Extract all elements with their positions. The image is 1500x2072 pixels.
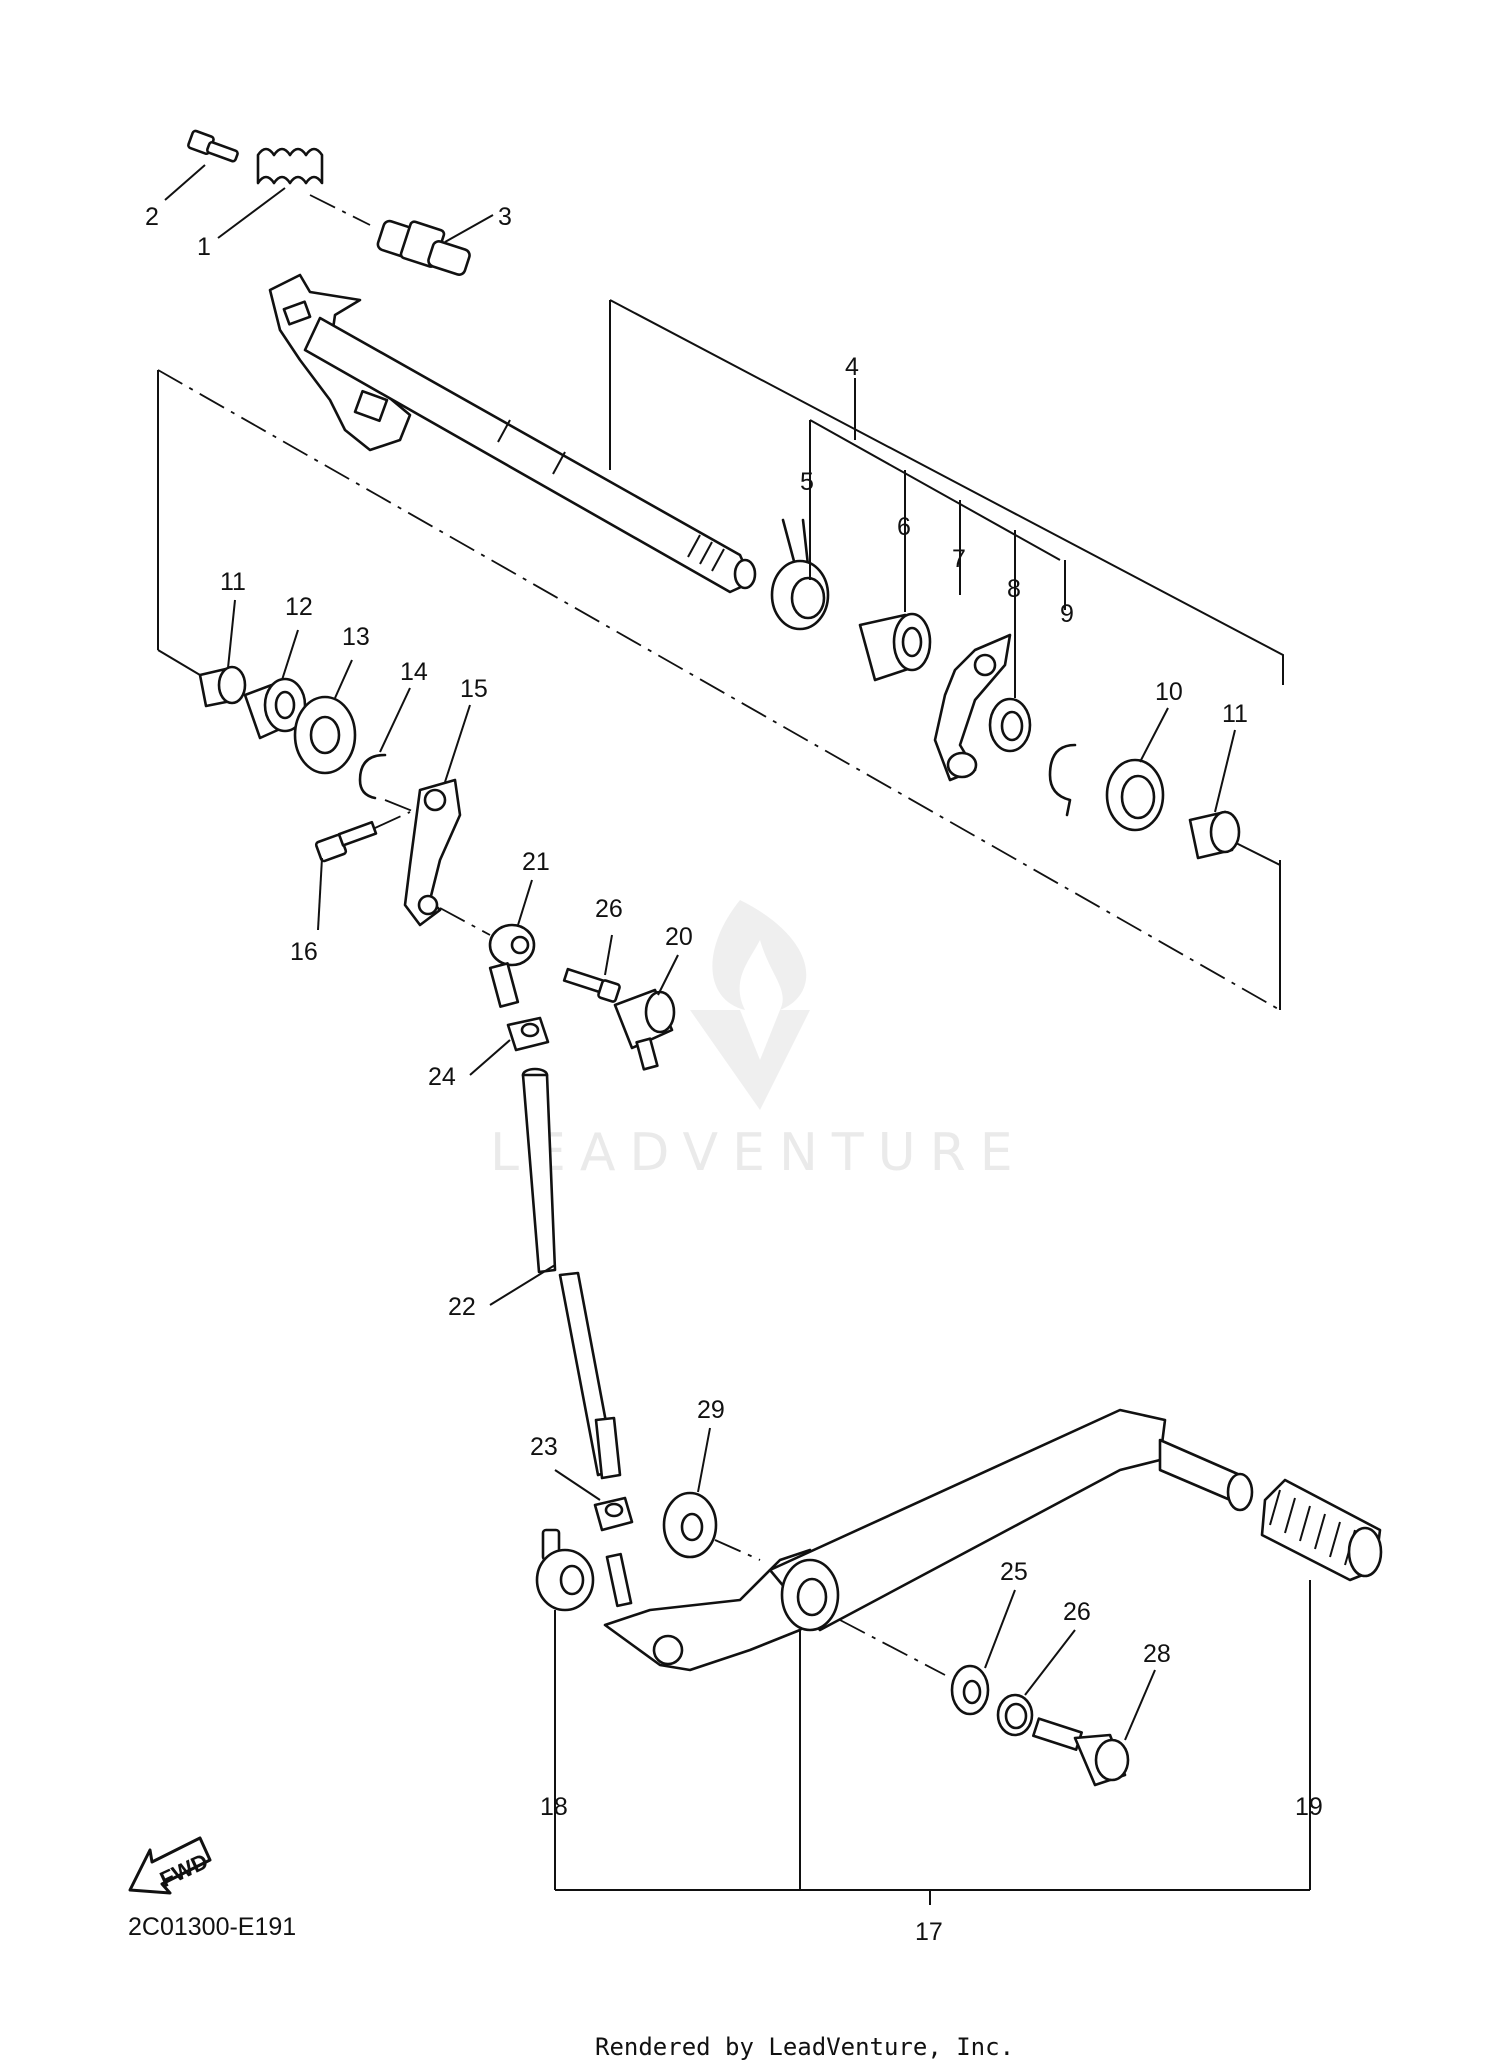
- label-2: 2: [145, 203, 159, 231]
- label-7: 7: [952, 545, 966, 573]
- label-1: 1: [197, 233, 211, 261]
- part-3-stud: [376, 219, 471, 276]
- watermark-text: LEADVENTURE: [490, 1123, 1027, 1183]
- part-15-shift-arm: [384, 778, 462, 927]
- label-10: 10: [1155, 678, 1183, 706]
- label-5: 5: [800, 468, 814, 496]
- part-17-shift-pedal: [603, 1408, 1254, 1672]
- label-28: 28: [1143, 1640, 1171, 1668]
- label-25: 25: [1000, 1558, 1028, 1586]
- label-19: 19: [1295, 1793, 1323, 1821]
- label-6: 6: [897, 513, 911, 541]
- label-8: 8: [1007, 575, 1021, 603]
- label-27: 26: [595, 895, 623, 923]
- diagram-code: 2C01300-E191: [128, 1913, 296, 1941]
- label-23: 23: [530, 1433, 558, 1461]
- label-18: 18: [540, 1793, 568, 1821]
- part-1-spring: [256, 147, 371, 226]
- part-19-rubber: [1260, 1478, 1383, 1582]
- part-23-nut: [593, 1496, 634, 1532]
- label-16: 16: [290, 938, 318, 966]
- part-14-circlip: [358, 753, 387, 800]
- part-22-shift-rod: [521, 1067, 622, 1480]
- render-credit: Rendered by LeadVenture, Inc.: [595, 2033, 1014, 2061]
- label-9: 9: [1060, 600, 1074, 628]
- part-8-washer: [988, 697, 1032, 753]
- leader-lines: [164, 164, 1311, 1905]
- label-4: 4: [845, 353, 859, 381]
- part-25-washer: [839, 1619, 990, 1716]
- part-9-circlip: [1048, 743, 1077, 817]
- label-20: 20: [665, 923, 693, 951]
- watermark-v-icon: [690, 1010, 810, 1110]
- label-12: 12: [285, 593, 313, 621]
- part-12-oil-seal: [243, 677, 307, 740]
- watermark-flame-icon: [712, 900, 807, 1010]
- assembly-outlines: [157, 299, 1284, 1011]
- label-26: 26: [1063, 1598, 1091, 1626]
- fwd-arrow-icon: [128, 1836, 212, 1895]
- label-24: 24: [428, 1063, 456, 1091]
- part-11-bearing-left: [198, 665, 247, 708]
- part-26-washer: [996, 1693, 1034, 1737]
- shift-shaft: [268, 273, 757, 594]
- part-13-washer: [293, 695, 357, 775]
- part-7-stopper-lever: [933, 633, 1012, 782]
- part-29-washer: [662, 1491, 761, 1561]
- part-28-pivot-bolt: [1031, 1717, 1130, 1787]
- label-13: 13: [342, 623, 370, 651]
- label-29: 29: [697, 1396, 725, 1424]
- label-17: 17: [915, 1918, 943, 1946]
- part-16-bolt: [314, 811, 411, 863]
- fwd-arrow: FWD: [128, 1836, 212, 1895]
- part-labels: 2 1 3 4 5 6 7 8 9 10 11 11 12 13 14 15 1…: [145, 203, 1323, 1946]
- label-11-left: 11: [220, 568, 246, 596]
- part-24-nut: [506, 1016, 550, 1052]
- label-21: 21: [522, 848, 550, 876]
- label-11-right: 11: [1222, 700, 1248, 728]
- part-11-bearing-right: [1188, 810, 1241, 860]
- part-10-washer: [1105, 758, 1165, 832]
- label-15: 15: [460, 675, 488, 703]
- watermark: LEADVENTURE: [490, 900, 1027, 1183]
- label-14: 14: [400, 658, 428, 686]
- part-5-torsion-spring: [770, 518, 830, 631]
- part-21-rod-end: [439, 907, 536, 1008]
- part-27-bolt: [562, 967, 621, 1003]
- part-6-collar: [858, 612, 932, 682]
- label-3: 3: [498, 203, 512, 231]
- part-20-rod-end: [613, 988, 676, 1071]
- part-18-rod-end: [535, 1528, 595, 1612]
- part-2-bolt: [187, 129, 239, 163]
- label-22: 22: [448, 1293, 476, 1321]
